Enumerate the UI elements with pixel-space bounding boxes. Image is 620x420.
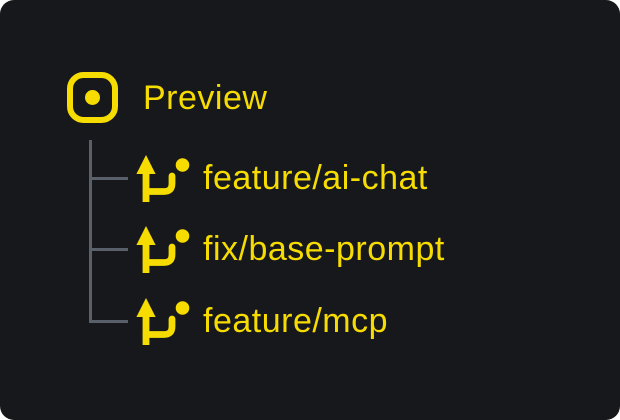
tree-branch-connector	[89, 320, 128, 323]
tree-node-branch-feature-mcp[interactable]: feature/mcp	[136, 297, 388, 345]
tree-node-branch-feature-ai-chat[interactable]: feature/ai-chat	[136, 154, 428, 202]
tree-node-branch-fix-base-prompt[interactable]: fix/base-prompt	[136, 225, 445, 273]
preview-scan-dot-icon	[67, 72, 118, 123]
branch-node-label: feature/mcp	[203, 302, 389, 340]
tree-branch-connector	[89, 248, 128, 251]
git-branch-icon	[136, 298, 190, 345]
branch-node-label: feature/ai-chat	[203, 159, 428, 197]
git-branch-icon	[136, 226, 190, 273]
branch-node-label: fix/base-prompt	[203, 230, 445, 268]
tree-branch-connector	[89, 177, 128, 180]
git-branch-icon	[136, 155, 190, 202]
tree-trunk-line	[89, 140, 92, 323]
preview-node-label: Preview	[143, 78, 268, 117]
tree-node-preview[interactable]: Preview	[67, 72, 267, 123]
